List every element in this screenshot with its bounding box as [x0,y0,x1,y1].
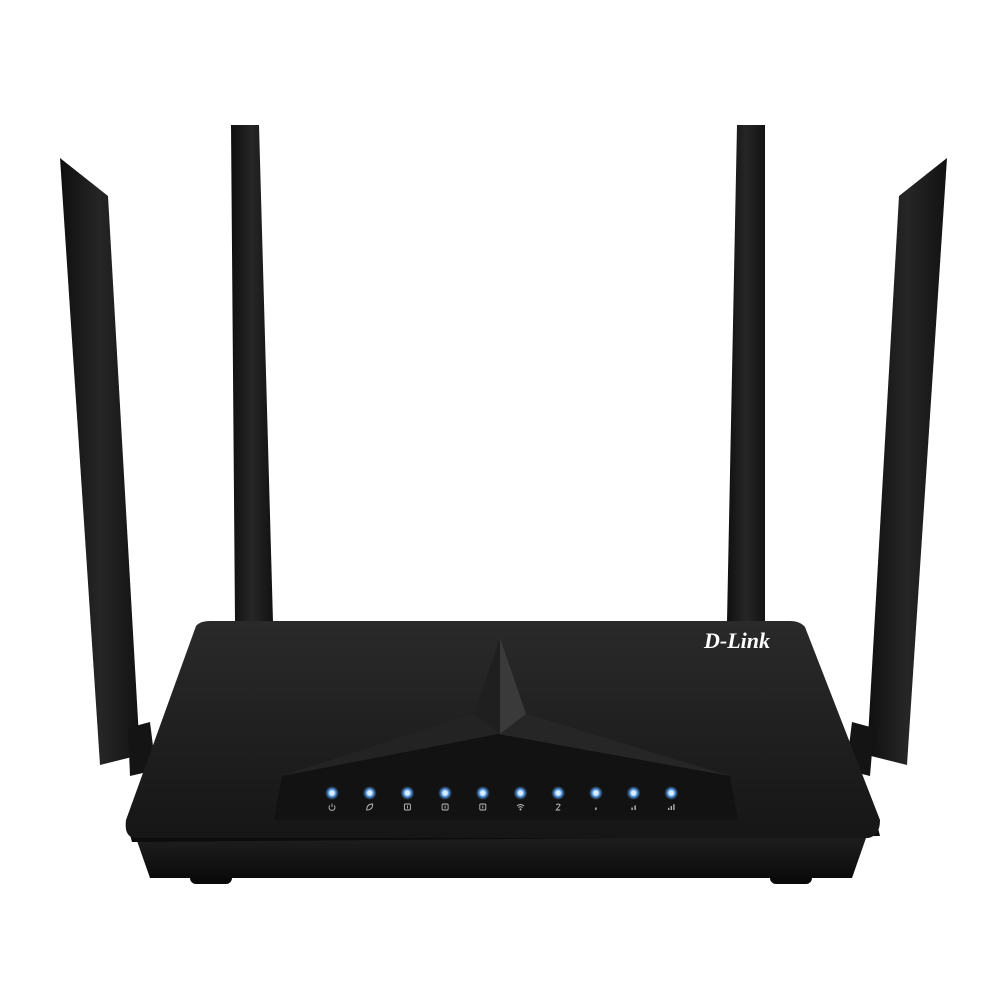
led-light [631,790,637,796]
leaf-icon [366,803,374,811]
lan-port-icon [441,803,449,811]
power-icon [328,803,336,811]
antenna-left-outer [60,158,156,776]
indicator-signal-3 [664,786,679,810]
indicator-eco [362,786,377,811]
indicator-row [325,786,679,811]
router-front-base [136,838,866,878]
led-light [668,790,674,796]
antenna-left-inner [231,125,273,622]
led-light [517,790,524,796]
brand-logo: D-Link [703,628,770,653]
led-light [442,790,448,796]
indicator-wifi [513,786,528,811]
led-light [404,790,410,796]
wifi-icon [516,804,525,811]
indicator-lan-1 [475,786,490,811]
led-light [329,790,335,796]
led-light [593,790,599,796]
signal-bar-2-icon [631,805,636,810]
indicator-lan-2 [438,786,453,811]
led-light [555,790,561,796]
lan-port-icon [479,803,487,811]
antenna-right-outer [846,158,947,776]
indicator-power [325,786,339,811]
internet-icon [555,803,561,811]
indicator-signal-2 [626,786,641,810]
led-panel [274,734,738,820]
lan-port-icon [403,803,411,811]
indicator-signal-1 [588,786,603,810]
antenna-group [60,125,947,776]
led-light [480,790,486,796]
router-body: D-Link [125,621,880,884]
star-ridge [282,638,730,776]
led-light [367,790,373,796]
indicator-lan-3 [400,786,415,811]
antenna-right-inner [727,125,765,622]
indicator-internet [551,786,566,811]
signal-bar-3-icon [668,804,675,810]
